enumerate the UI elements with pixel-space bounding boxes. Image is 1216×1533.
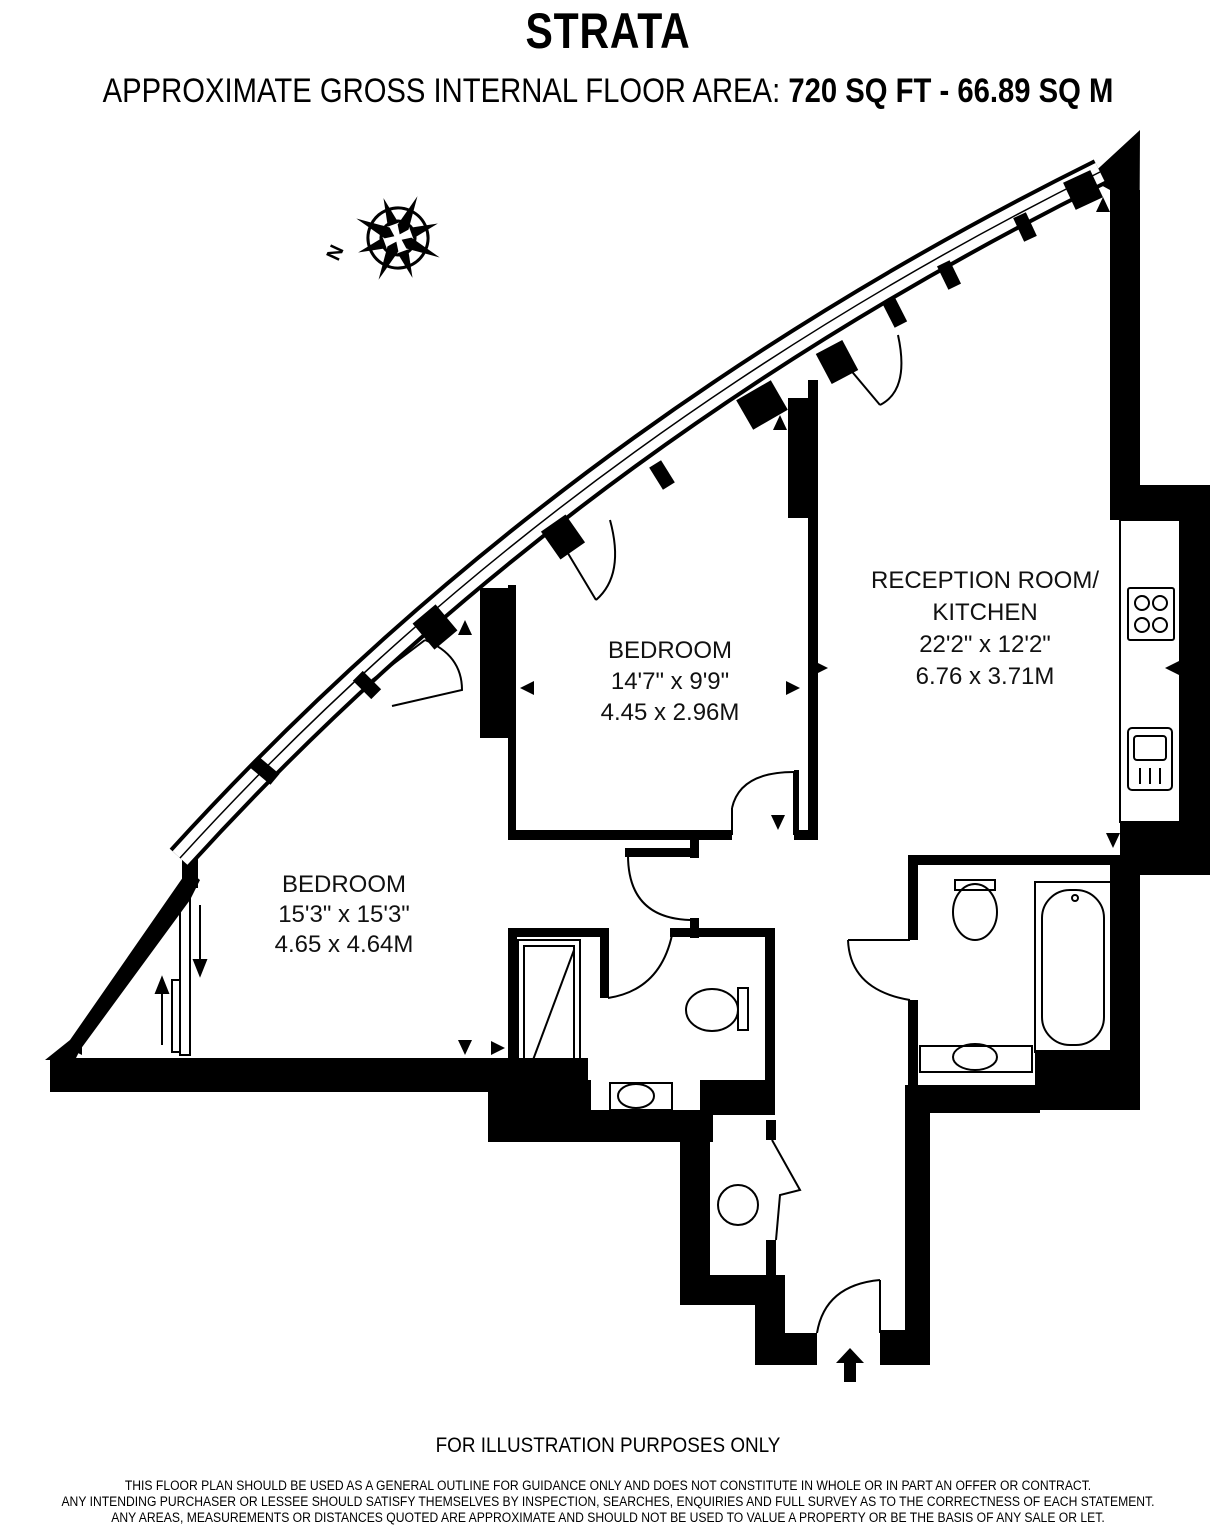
reception-imperial: 22'2" x 12'2" (919, 631, 1051, 658)
floor-area-line: APPROXIMATE GROSS INTERNAL FLOOR AREA: 7… (85, 72, 1131, 111)
compass-north-label: N (323, 242, 349, 264)
entrance-arrow-icon (836, 1348, 864, 1382)
toilet-icon-bathroom (952, 879, 998, 941)
boiler-cylinder-icon (717, 1184, 759, 1226)
compass-rose-icon (356, 196, 440, 280)
bedroom-1-imperial: 15'3" x 15'3" (278, 901, 410, 928)
window-facade (169, 159, 1107, 868)
disclaimer-line-3: ANY AREAS, MEASUREMENTS OR DISTANCES QUO… (111, 1510, 1105, 1525)
shower-tray-icon (517, 939, 581, 1081)
toilet-icon-shower-room (685, 987, 749, 1032)
bedroom-2-name: BEDROOM (608, 637, 732, 664)
washbasin-icon-shower-room (609, 1082, 673, 1111)
doors (171, 334, 911, 1334)
dimension-markers (68, 197, 1179, 1055)
reception-name-line2: KITCHEN (932, 599, 1037, 626)
disclaimer-line-1: THIS FLOOR PLAN SHOULD BE USED AS A GENE… (124, 1478, 1092, 1493)
reception-metric: 6.76 x 3.71M (916, 663, 1055, 690)
floor-area-sqft: 720 SQ FT (788, 72, 932, 110)
bedroom-2-metric: 4.45 x 2.96M (601, 699, 740, 726)
plan-title: STRATA (525, 3, 691, 59)
floor-area-label: APPROXIMATE GROSS INTERNAL FLOOR AREA: (102, 72, 781, 110)
kitchen-counter (1119, 519, 1181, 823)
reception-kitchen-label: RECEPTION ROOM/ KITCHEN 22'2" x 12'2" 6.… (871, 567, 1099, 690)
interior-walls (480, 380, 1118, 1280)
reception-name-line1: RECEPTION ROOM/ (871, 567, 1099, 594)
disclaimer-line-2: ANY INTENDING PURCHASER OR LESSEE SHOULD… (61, 1494, 1155, 1509)
bedroom-1-label: BEDROOM 15'3" x 15'3" 4.65 x 4.64M (275, 871, 414, 958)
sliding-door-arrows (154, 905, 208, 1045)
floor-area-sqm: 66.89 SQ M (957, 72, 1114, 110)
bedroom-2-imperial: 14'7" x 9'9" (611, 668, 729, 695)
outer-walls (45, 130, 1210, 1365)
bedroom-1-name: BEDROOM (282, 871, 406, 898)
illustration-notice: FOR ILLUSTRATION PURPOSES ONLY (435, 1434, 781, 1457)
bedroom-1-metric: 4.65 x 4.64M (275, 931, 414, 958)
washbasin-icon-bathroom (919, 1043, 1033, 1073)
floor-area-separator: - (939, 72, 950, 110)
bedroom-2-label: BEDROOM 14'7" x 9'9" 4.45 x 2.96M (601, 637, 740, 726)
bathtub-icon (1034, 881, 1112, 1053)
